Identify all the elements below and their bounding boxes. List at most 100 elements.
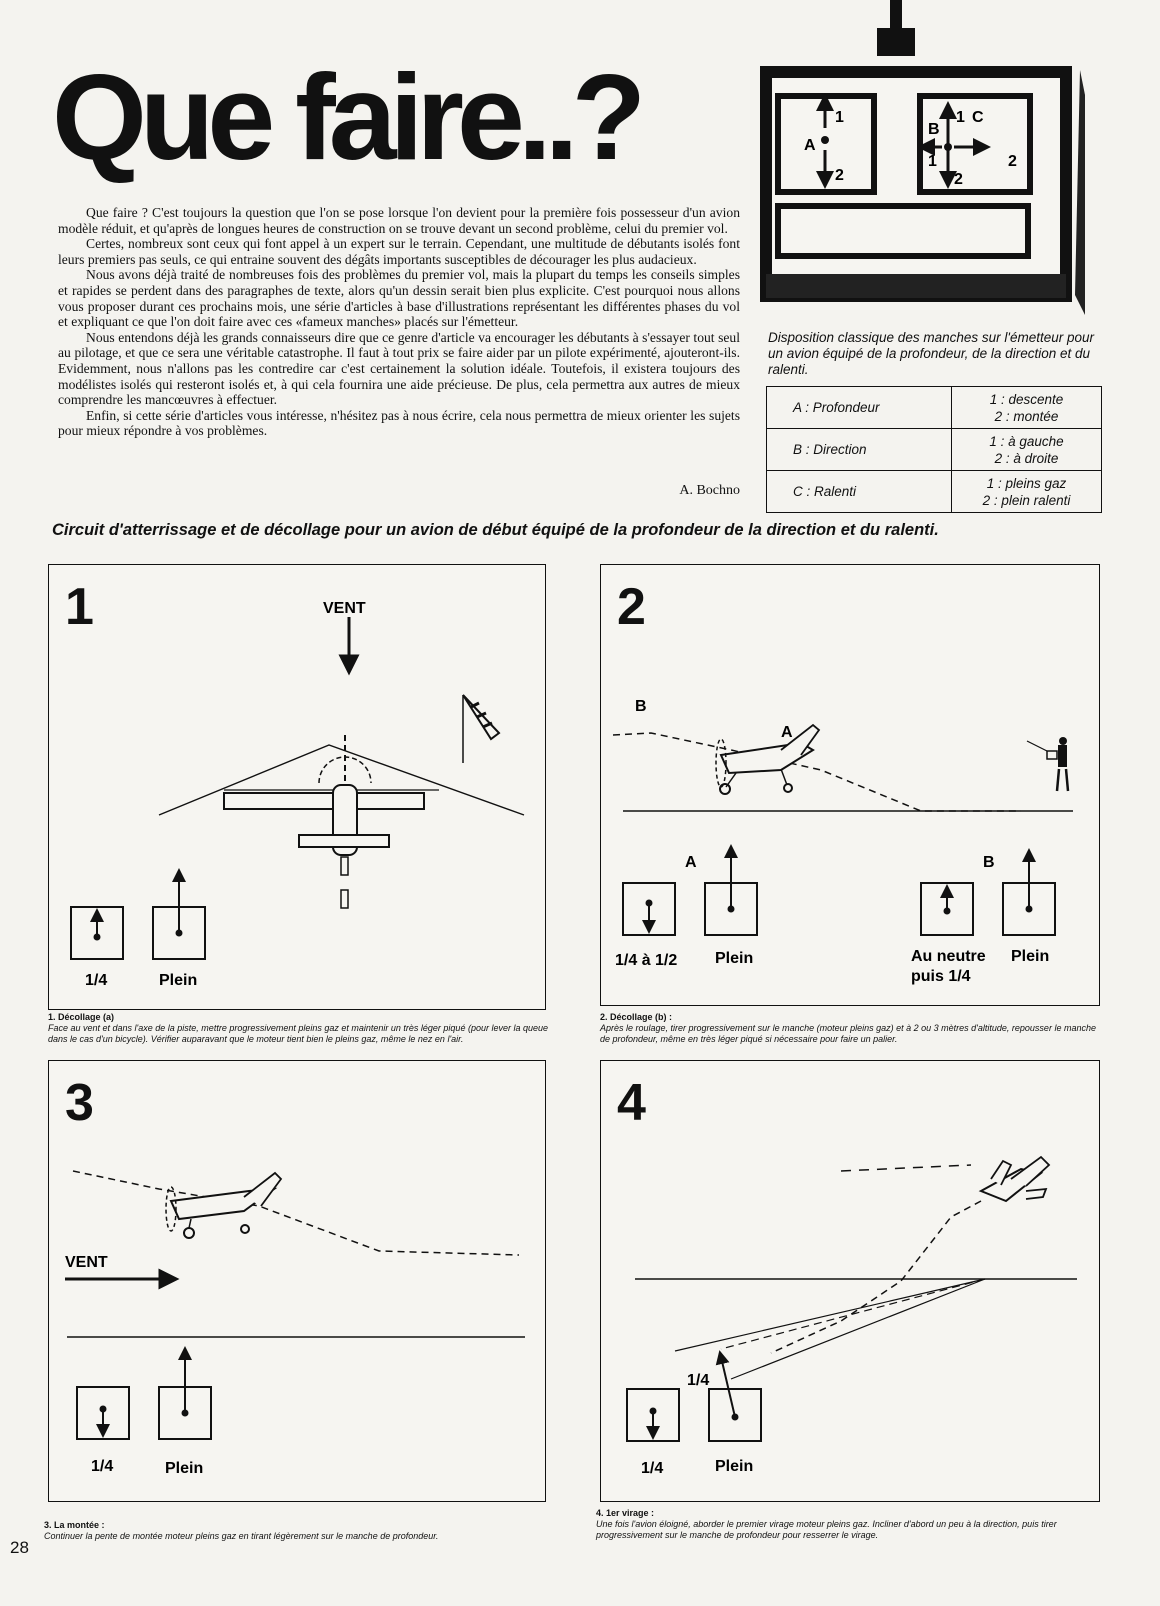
legend-value: 1 : pleins gaz (986, 475, 1067, 491)
group-b-label: B (983, 854, 995, 871)
stick-label: Plein (159, 972, 197, 989)
right-stick-b-label: B (928, 121, 940, 138)
stick-box-icon (920, 882, 974, 936)
panel-number: 3 (65, 1074, 94, 1132)
stick-label: puis 1/4 (911, 968, 971, 985)
left-stick-icon (816, 93, 834, 189)
panel-3-caption: 3. La montée : Continuer la pente de mon… (44, 1520, 564, 1542)
stick-label: Plein (715, 950, 753, 967)
caption-title: 3. La montée : (44, 1520, 105, 1530)
legend-key: C : Ralenti (766, 470, 952, 513)
caption-text: Continuer la pente de montée moteur plei… (44, 1531, 439, 1541)
legend-key: B : Direction (766, 428, 952, 471)
stick-label: 1/4 à 1/2 (615, 952, 677, 969)
point-b-label: B (635, 698, 647, 715)
legend-value: 2 : à droite (994, 450, 1059, 466)
panel-4: 4 1/4 1/4 Plein (600, 1060, 1100, 1502)
runway-markings (340, 856, 349, 909)
page-number: 28 (10, 1538, 29, 1557)
antenna-icon (877, 0, 915, 56)
circuit-title: Circuit d'atterrissage et de décollage p… (52, 521, 939, 539)
author-signature: A. Bochno (679, 483, 740, 498)
takeoff-b-diagram: B A A B 1/4 à 1/2 Plein Au neutre puis 1… (612, 698, 1073, 985)
point-a-label: A (781, 724, 793, 741)
airplane-icon (223, 735, 425, 856)
stick-label: 1/4 (641, 1460, 663, 1477)
right-stick-up-label: 1 (956, 109, 965, 126)
intro-text: Que faire ? C'est toujours la question q… (58, 205, 740, 439)
transmitter-illustration: A 1 2 B 1 C 1 2 2 (760, 0, 1085, 315)
wind-label: VENT (323, 600, 366, 617)
panel-number: 4 (617, 1074, 646, 1132)
right-stick-right-label: 2 (1008, 153, 1017, 170)
stick-box-icon (76, 1386, 130, 1440)
intro-paragraph: Que faire ? C'est toujours la question q… (58, 205, 740, 236)
stick-label: Au neutre (911, 948, 986, 965)
group-a-label: A (685, 854, 697, 871)
panel-3: 3 VENT 1/4 Plein (48, 1060, 546, 1502)
caption-title: 4. 1er virage : (596, 1508, 655, 1518)
caption-text: Face au vent et dans l'axe de la piste, … (48, 1023, 548, 1044)
legend-value: 1 : descente (989, 391, 1064, 407)
right-stick-left-label: 1 (928, 153, 937, 170)
transmitter-box (760, 66, 1085, 315)
airplane-icon (978, 1155, 1051, 1203)
stick-label: Plein (1011, 948, 1049, 965)
panel-2-caption: 2. Décollage (b) : Après le roulage, tir… (600, 1012, 1104, 1045)
left-stick-label: A (804, 137, 816, 154)
intro-paragraph: Certes, nombreux sont ceux qui font appe… (58, 236, 740, 267)
legend-value: 2 : plein ralenti (982, 492, 1071, 508)
stick-box-icon (704, 844, 758, 936)
climb-diagram: VENT 1/4 Plein (65, 1170, 525, 1477)
pilot-icon (1026, 737, 1070, 792)
caption-text: Une fois l'avion éloigné, aborder le pre… (596, 1519, 1057, 1540)
takeoff-diagram: VENT 1/4 Plein (70, 600, 525, 989)
legend-value: 2 : montée (994, 408, 1059, 424)
first-turn-diagram: 1/4 1/4 Plein (626, 1155, 1077, 1477)
intro-paragraph: Nous entendons déjà les grands connaisse… (58, 329, 740, 408)
stick-box-icon (70, 906, 124, 960)
wind-label: VENT (65, 1254, 108, 1271)
stick-box-icon (708, 1350, 762, 1442)
stick-box-icon (626, 1388, 680, 1442)
panel-1-caption: 1. Décollage (a) Face au vent et dans l'… (48, 1012, 548, 1045)
stick-box-icon (158, 1346, 212, 1440)
panel-number: 2 (617, 578, 646, 636)
page-title: Que faire..? (52, 49, 646, 185)
caption-title: 1. Décollage (a) (48, 1012, 115, 1022)
stick-label: Plein (715, 1458, 753, 1475)
right-stick-down-label: 2 (954, 171, 963, 188)
stick-label: 1/4 (85, 972, 107, 989)
airplane-icon (715, 723, 821, 795)
right-stick-icon (917, 101, 991, 189)
panel-number: 1 (65, 578, 94, 636)
intro-paragraph: Nous avons déjà traité de nombreuses foi… (58, 267, 740, 330)
panel-1: 1 (48, 564, 546, 1010)
panel-4-caption: 4. 1er virage : Une fois l'avion éloigné… (596, 1508, 1106, 1541)
intro-paragraph: Enfin, si cette série d'articles vous in… (58, 407, 740, 439)
left-stick-down-label: 2 (835, 167, 844, 184)
legend-key: A : Profondeur (766, 386, 952, 429)
stick-box-icon (1002, 848, 1056, 936)
legend-value: 1 : à gauche (989, 433, 1064, 449)
left-stick-up-label: 1 (835, 109, 844, 126)
caption-text: Après le roulage, tirer progressivement … (600, 1023, 1096, 1044)
stick-label: Plein (165, 1460, 203, 1477)
caption-title: 2. Décollage (b) : (600, 1012, 673, 1022)
transmitter-caption: Disposition classique des manches sur l'… (768, 330, 1094, 377)
stick-box-icon (152, 868, 206, 960)
stick-label: 1/4 (91, 1458, 113, 1475)
fraction-label: 1/4 (687, 1372, 709, 1389)
windsock-icon (462, 694, 501, 763)
stick-box-icon (622, 882, 676, 936)
airplane-icon (165, 1171, 283, 1239)
right-stick-c-label: C (972, 109, 984, 126)
panel-2: 2 (600, 564, 1100, 1006)
